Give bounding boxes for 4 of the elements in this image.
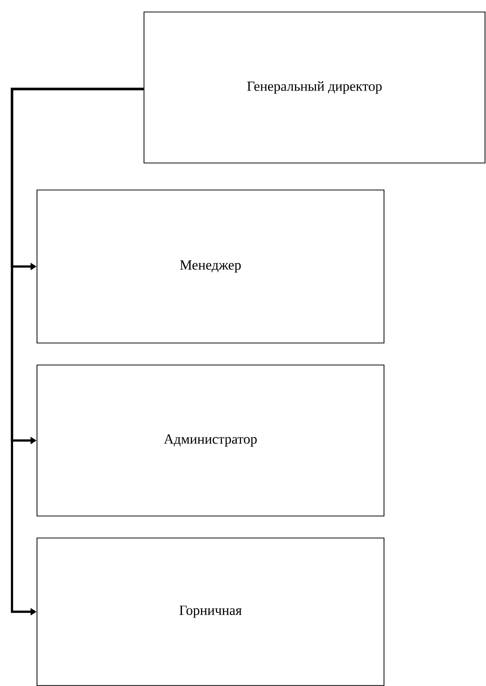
position-box: Генеральный директор: [144, 12, 486, 164]
position-box: Горничная: [36, 538, 384, 686]
position-box: Менеджер: [36, 190, 384, 344]
position-box: Администратор: [36, 364, 384, 516]
